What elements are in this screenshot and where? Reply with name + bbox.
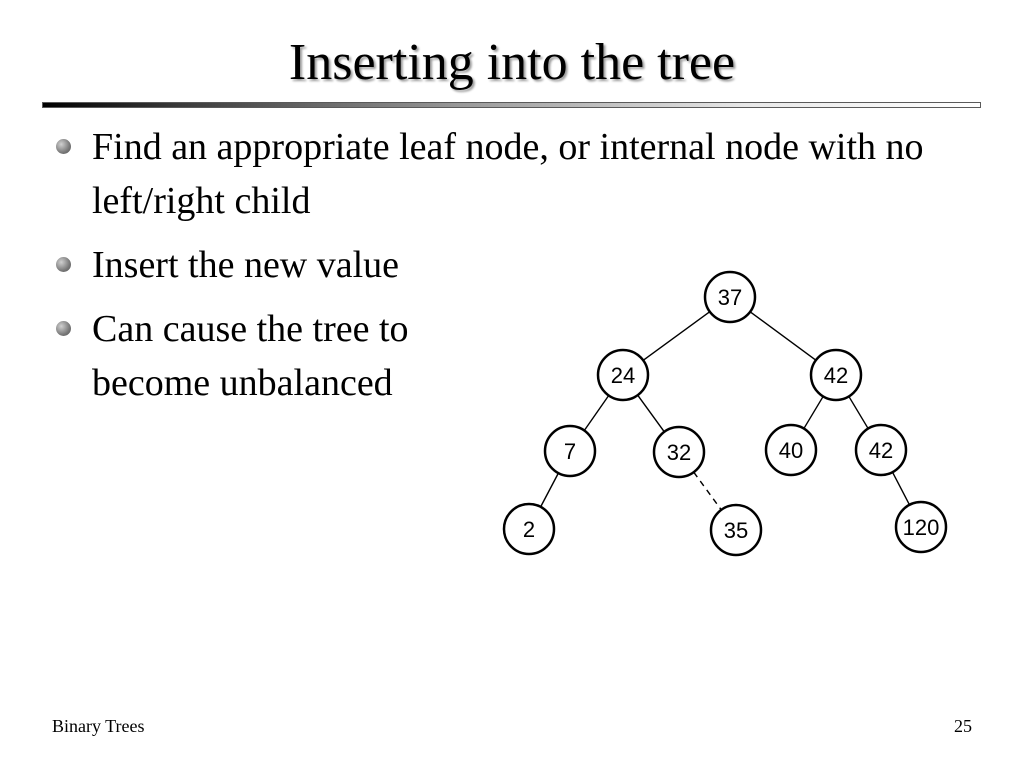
tree-edge-new [693, 471, 722, 511]
page-number: 25 [954, 716, 972, 736]
tree-node-circle [894, 500, 948, 554]
tree-edge [642, 311, 711, 361]
tree-node-circle [543, 424, 597, 478]
tree-node-label: 7 [564, 439, 576, 464]
tree-node-circle [596, 348, 650, 402]
tree-nodes: 37 24 42 7 32 40 42 2 35 120 [502, 270, 948, 557]
tree-node-label: 24 [611, 363, 635, 388]
tree-edge [540, 472, 559, 508]
bullet-icon [56, 139, 71, 154]
bullet-icon [56, 257, 71, 272]
bullet-item: Find an appropriate leaf node, or intern… [50, 120, 970, 228]
bullet-item: Can cause the tree to become unbalanced [50, 302, 970, 410]
tree-node-label: 2 [523, 517, 535, 542]
footer-title: Binary Trees [52, 716, 145, 736]
tree-edge [891, 471, 911, 506]
bullet-icon [56, 321, 71, 336]
bullet-text: Find an appropriate leaf node, or intern… [92, 126, 924, 222]
tree-edge [803, 396, 824, 429]
tree-node-label: 35 [724, 518, 748, 543]
tree-node: 42 [854, 423, 908, 477]
tree-node: 24 [596, 348, 650, 402]
tree-node-circle [764, 423, 818, 477]
tree-node-label: 42 [824, 363, 848, 388]
tree-node-circle [502, 502, 556, 556]
bullet-text: Can cause the tree to become unbalanced [92, 308, 409, 404]
bullet-list: Find an appropriate leaf node, or intern… [50, 120, 970, 420]
tree-node: 40 [764, 423, 818, 477]
tree-node-label: 37 [718, 285, 742, 310]
bullet-text: Insert the new value [92, 244, 400, 286]
tree-node-label: 42 [869, 438, 893, 463]
tree-node: 7 [543, 424, 597, 478]
tree-node: 35 [709, 503, 763, 557]
tree-node-circle [854, 423, 908, 477]
tree-node-label: 32 [667, 440, 691, 465]
tree-node-label: 120 [903, 515, 940, 540]
title-rule [42, 102, 981, 108]
tree-node: 120 [894, 500, 948, 554]
tree-edge [749, 311, 817, 361]
bullet-item: Insert the new value [50, 238, 970, 292]
tree-node-circle [709, 503, 763, 557]
tree-node: 42 [809, 348, 863, 402]
tree-node-circle [703, 270, 757, 324]
slide-title: Inserting into the tree [288, 34, 736, 91]
tree-edge [637, 394, 665, 433]
tree-node-circle [652, 425, 706, 479]
tree-node: 32 [652, 425, 706, 479]
tree-node-label: 40 [779, 438, 803, 463]
tree-node-circle [809, 348, 863, 402]
tree-edges [540, 311, 911, 511]
tree-edge [583, 395, 610, 431]
tree-edge [848, 396, 869, 429]
tree-node: 37 [703, 270, 757, 324]
tree-node: 2 [502, 502, 556, 556]
